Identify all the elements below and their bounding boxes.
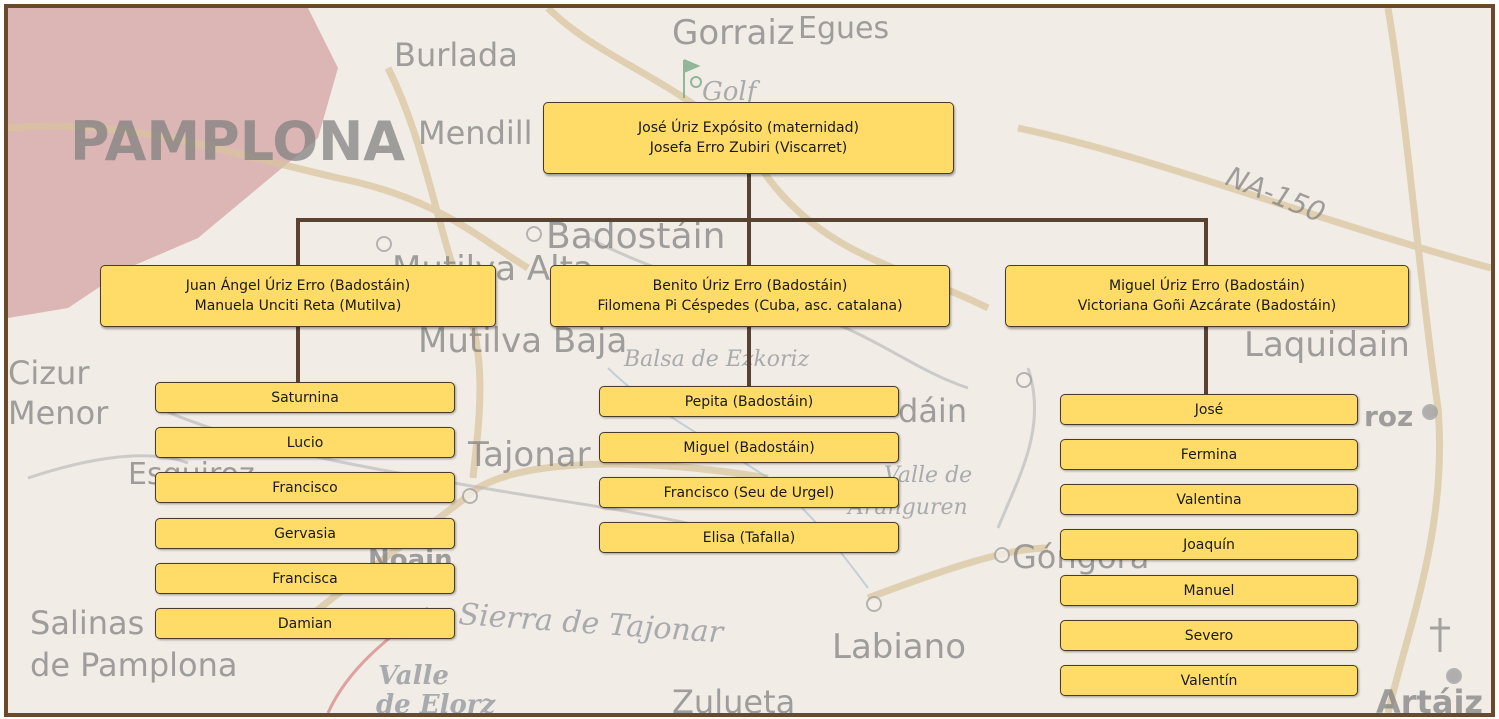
child-box-family-1[interactable]: Francisca <box>155 563 455 594</box>
family-1-person-2: Manuela Unciti Reta (Mutilva) <box>194 298 402 314</box>
family-2-person-1: Benito Úriz Erro (Badostáin) <box>652 278 848 294</box>
map-label: Mendill <box>418 114 533 152</box>
child-box-family-3[interactable]: Valentín <box>1060 665 1358 696</box>
diagram-frame: Gorraiz Egues Burlada Golf PAMPLONA Mend… <box>4 4 1495 717</box>
town-marker <box>1446 668 1462 684</box>
child-box-family-3[interactable]: Manuel <box>1060 575 1358 606</box>
map-label: Menor <box>8 394 109 432</box>
family-1-couple-box[interactable]: Juan Ángel Úriz Erro (Badostáin) Manuela… <box>100 265 496 327</box>
city-area <box>8 8 338 318</box>
background-map: Gorraiz Egues Burlada Golf PAMPLONA Mend… <box>8 8 1491 713</box>
town-marker <box>1016 372 1032 388</box>
family-3-person-2: Victoriana Goñi Azcárate (Badostáin) <box>1077 298 1337 314</box>
family-1-person-1: Juan Ángel Úriz Erro (Badostáin) <box>185 278 411 294</box>
map-road <box>27 454 189 480</box>
child-box-family-1[interactable]: Saturnina <box>155 382 455 413</box>
child-box-family-1[interactable]: Francisco <box>155 472 455 503</box>
family-3-couple-box[interactable]: Miguel Úriz Erro (Badostáin) Victoriana … <box>1005 265 1409 327</box>
map-label: Labiano <box>832 627 966 667</box>
map-label: Mutilva Baja <box>418 321 627 361</box>
town-marker <box>994 547 1010 563</box>
root-person-2: Josefa Erro Zubiri (Viscarret) <box>649 140 848 156</box>
cross-icon <box>1430 618 1450 652</box>
town-marker <box>376 236 392 252</box>
child-box-family-3[interactable]: Valentina <box>1060 484 1358 515</box>
town-marker <box>526 226 542 242</box>
map-road <box>1384 8 1444 713</box>
child-box-family-3[interactable]: José <box>1060 394 1358 425</box>
child-box-family-3[interactable]: Fermina <box>1060 439 1358 470</box>
family-2-person-2: Filomena Pi Céspedes (Cuba, asc. catalan… <box>597 298 903 314</box>
map-label: Badostáin <box>546 216 725 257</box>
child-box-family-1[interactable]: Gervasia <box>155 518 455 549</box>
map-label: Cizur <box>8 354 90 392</box>
town-marker <box>866 596 882 612</box>
child-box-family-2[interactable]: Francisco (Seu de Urgel) <box>599 477 899 508</box>
map-label: PAMPLONA <box>70 110 405 173</box>
child-box-family-1[interactable]: Damian <box>155 608 455 639</box>
family-2-couple-box[interactable]: Benito Úriz Erro (Badostáin) Filomena Pi… <box>550 265 950 327</box>
town-marker <box>462 488 478 504</box>
map-road <box>8 122 530 272</box>
map-label: roz <box>1364 400 1413 433</box>
map-label: Gorraiz <box>672 13 795 53</box>
golf-icon <box>683 59 702 98</box>
map-label: Artáiz <box>1376 683 1483 713</box>
map-road <box>866 544 1049 602</box>
map-label: de Pamplona <box>30 646 237 684</box>
map-label: dáin <box>898 392 967 430</box>
child-box-family-2[interactable]: Miguel (Badostáin) <box>599 432 899 463</box>
child-box-family-3[interactable]: Joaquín <box>1060 529 1358 560</box>
family-3-person-1: Miguel Úriz Erro (Badostáin) <box>1109 278 1305 294</box>
child-box-family-1[interactable]: Lucio <box>155 427 455 458</box>
map-label: Zulueta <box>672 683 795 713</box>
map-label: Burlada <box>394 36 518 74</box>
child-box-family-2[interactable]: Elisa (Tafalla) <box>599 522 899 553</box>
map-label: Balsa de Ezkoriz <box>623 347 810 372</box>
map-label: Egues <box>798 11 889 46</box>
child-box-family-2[interactable]: Pepita (Badostáin) <box>599 386 899 417</box>
root-person-1: José Úriz Expósito (maternidad) <box>638 120 859 136</box>
map-label: Valle <box>378 661 449 691</box>
map-label: Tajonar <box>467 435 591 475</box>
child-box-family-3[interactable]: Severo <box>1060 620 1358 651</box>
map-road <box>996 367 1037 529</box>
map-label: Salinas <box>30 604 144 642</box>
root-couple-box[interactable]: José Úriz Expósito (maternidad) Josefa E… <box>543 102 954 174</box>
town-marker <box>1422 404 1438 420</box>
map-label: de Elorz <box>376 690 497 713</box>
tree-connectors <box>296 174 1208 398</box>
map-label: Laquidain <box>1244 325 1410 365</box>
